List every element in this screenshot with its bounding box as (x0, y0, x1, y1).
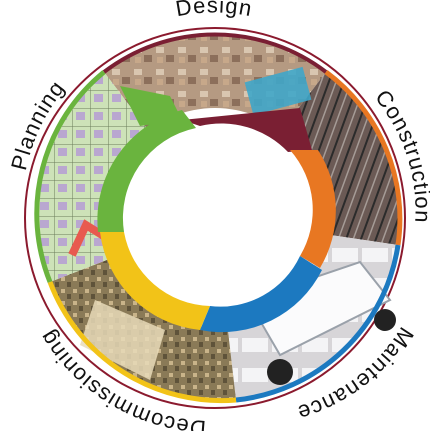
outer-ring (24, 27, 406, 409)
maintenance-arc (200, 256, 322, 333)
planning-arc (97, 110, 196, 232)
cycle-arrows (97, 86, 336, 333)
label-design: Design (174, 0, 255, 21)
planning-arrow-tail (120, 86, 182, 126)
design-arc (182, 108, 312, 152)
decommissioning-arc (100, 232, 210, 330)
outer-band (34, 32, 403, 404)
construction-arc (290, 150, 336, 268)
photo-details (68, 66, 396, 385)
center-circle (105, 108, 325, 328)
